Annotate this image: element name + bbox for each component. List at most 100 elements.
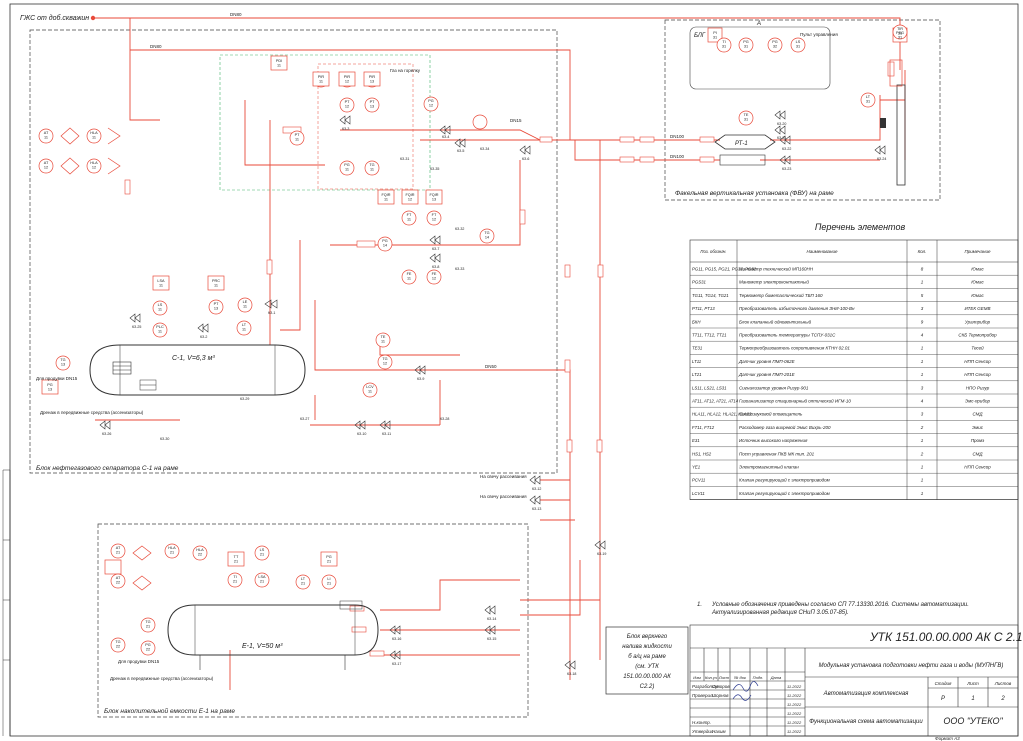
instrument-number: 31 [713, 36, 717, 40]
instrument-number: 12 [408, 198, 412, 202]
instrument-tag: LS [158, 303, 163, 307]
instrument-number: 12 [92, 166, 96, 170]
instrument-tag: PG [428, 99, 434, 103]
table-cell-pos: LCV11 [692, 491, 705, 496]
instrument-tag: FE [407, 272, 412, 276]
instrument-number: 12 [383, 362, 387, 366]
valve-tag: КЗ-35 [430, 167, 439, 171]
upper-loading-line-4: 151.00.00.000 АК [623, 674, 671, 680]
table-cell-pos: TT11, TT12, TT21 [692, 333, 727, 338]
instrument-tag: TG [369, 163, 374, 167]
title-col-header: Кол.уч [705, 675, 717, 680]
valve-tag: КЗ-23 [782, 167, 791, 171]
upper-loading-line-5: С2.2) [640, 684, 655, 690]
instrument-number: 11 [277, 64, 281, 68]
table-cell-pos: LS11, LS21, LS31 [692, 385, 727, 390]
table-header-cell: Поз. обознач. [700, 249, 726, 254]
table-cell-pos: FT11, FT12 [692, 425, 715, 430]
table-cell-name: Пост управления ПКВ МК тип. 201 [739, 451, 815, 456]
table-cell-note: ИТЕК GEMB [964, 306, 990, 311]
valve-tag: КЗ-34 [480, 147, 489, 151]
instrument-tag: PRC [212, 279, 220, 283]
note-line-2: Актуализированная редакция СНиП 3.05.07-… [711, 610, 849, 616]
table-cell-name: Термометр биметаллический ТБП 160 [739, 292, 823, 298]
valve-tag: КЗ-3 [342, 127, 349, 131]
title-doc-code: УТК 151.00.00.000 АК С 2.1 [869, 630, 1023, 644]
title-role: Разработал [692, 684, 719, 689]
instrument-tag: LT [242, 323, 247, 327]
table-cell-pos: PGS31 [692, 280, 706, 285]
table-cell-qty: 3 [921, 412, 924, 417]
instrument-tag: AT [116, 576, 121, 580]
table-cell-qty: 1 [921, 346, 924, 351]
label-dn-main-2: DN80 [150, 44, 162, 49]
instrument-number: 12 [432, 277, 436, 281]
instrument-number: 12 [429, 104, 433, 108]
instrument-number: 31 [722, 45, 726, 49]
valve-tag: КЗ-11 [382, 432, 391, 436]
title-sheet: 1 [971, 696, 974, 702]
instrument-number: 11 [407, 218, 411, 222]
valve-tag: КЗ-26 [102, 432, 111, 436]
instrument-number: 11 [158, 308, 162, 312]
table-cell-name: Манометр технический МП160НН [739, 266, 814, 272]
instrument-number: 21 [327, 560, 331, 564]
table-cell-pos: HS1, HS2 [692, 451, 712, 456]
left-binding-strip [2, 469, 10, 736]
instrument-number: 12 [345, 105, 349, 109]
table-cell-qty: 5 [921, 293, 924, 298]
table-cell-note: НПО Ризур [966, 385, 990, 390]
instrument-number: 13 [48, 388, 52, 392]
table-cell-name: Светозвуковой оповещатель [739, 411, 803, 417]
label-dn-small: DN15 [510, 118, 522, 123]
table-cell-note: НПП Сенсор [964, 465, 991, 470]
label-drain-2: Дренаж в передвижные средства (ассенизат… [110, 676, 214, 681]
instrument-tag: PSG [896, 31, 904, 35]
title-block [689, 624, 1019, 737]
valve-tag: КЗ-31 [400, 157, 409, 161]
title-col-header: Подп. [753, 675, 764, 680]
instrument-number: 11 [243, 305, 247, 309]
valve-tag: КЗ-8 [432, 265, 439, 269]
instrument-labels: PDI11PIR11PIR12PIR13PT11PT12PT13PG11TG11… [44, 27, 904, 676]
instrument-tag: LSA [258, 575, 266, 579]
storage-block-frame [97, 523, 529, 718]
instrument-tag: FQIR [429, 193, 438, 197]
valve-tag: КЗ-20 [777, 122, 786, 126]
title-company: ООО "УТЕКО" [943, 716, 1003, 726]
instrument-tag: TE [381, 335, 386, 339]
instrument-number: 21 [260, 580, 264, 584]
valve-tag: КЗ-7 [432, 247, 439, 251]
separator-block-caption: Блок нефтегазового сепаратора С-1 на рам… [36, 465, 179, 472]
control-group-frame-2 [317, 63, 414, 190]
label-burner: Газ на горелку [390, 68, 421, 73]
flare-block-frame [664, 19, 941, 201]
title-role: Утвердил [692, 729, 714, 734]
instrument-number: 21 [146, 625, 150, 629]
table-cell-pos: YE1 [692, 465, 701, 470]
upper-loading-line-2: б а/ц на раме [628, 654, 666, 660]
valve-tag: КЗ-4 [442, 135, 449, 139]
table-cell-name: Преобразователь избыточного давления ЗНИ… [739, 306, 855, 311]
instrument-tag: LS [260, 548, 265, 552]
signature-scribble [732, 681, 759, 701]
instrument-number: 22 [116, 581, 120, 585]
table-cell-note: Юмас [971, 293, 984, 298]
valve-tag: КЗ-15 [487, 637, 496, 641]
table-cell-name: Клапан регулирующий с электроприводом [739, 490, 830, 496]
valve-tag: КЗ-24 [877, 157, 886, 161]
label-dn-flare: DN100 [670, 134, 685, 139]
table-cell-name: Датчик уровня ПМП-062Е [738, 359, 796, 364]
table-cell-qty: 1 [921, 359, 924, 364]
table-cell-note: Юмас [971, 280, 984, 285]
instrument-tag: HLA [90, 161, 98, 165]
heater-rt1: РТ-1 [714, 134, 776, 166]
label-dn-drain: DN50 [485, 364, 497, 369]
table-cell-pos: ТЕ31 [692, 346, 703, 351]
pipelines [95, 17, 906, 690]
instrument-number: 22 [198, 553, 202, 557]
valve-tag: КЗ-9 [417, 377, 424, 381]
blg-A-label: А [756, 21, 761, 27]
valve-tag: КЗ-33 [455, 267, 464, 271]
